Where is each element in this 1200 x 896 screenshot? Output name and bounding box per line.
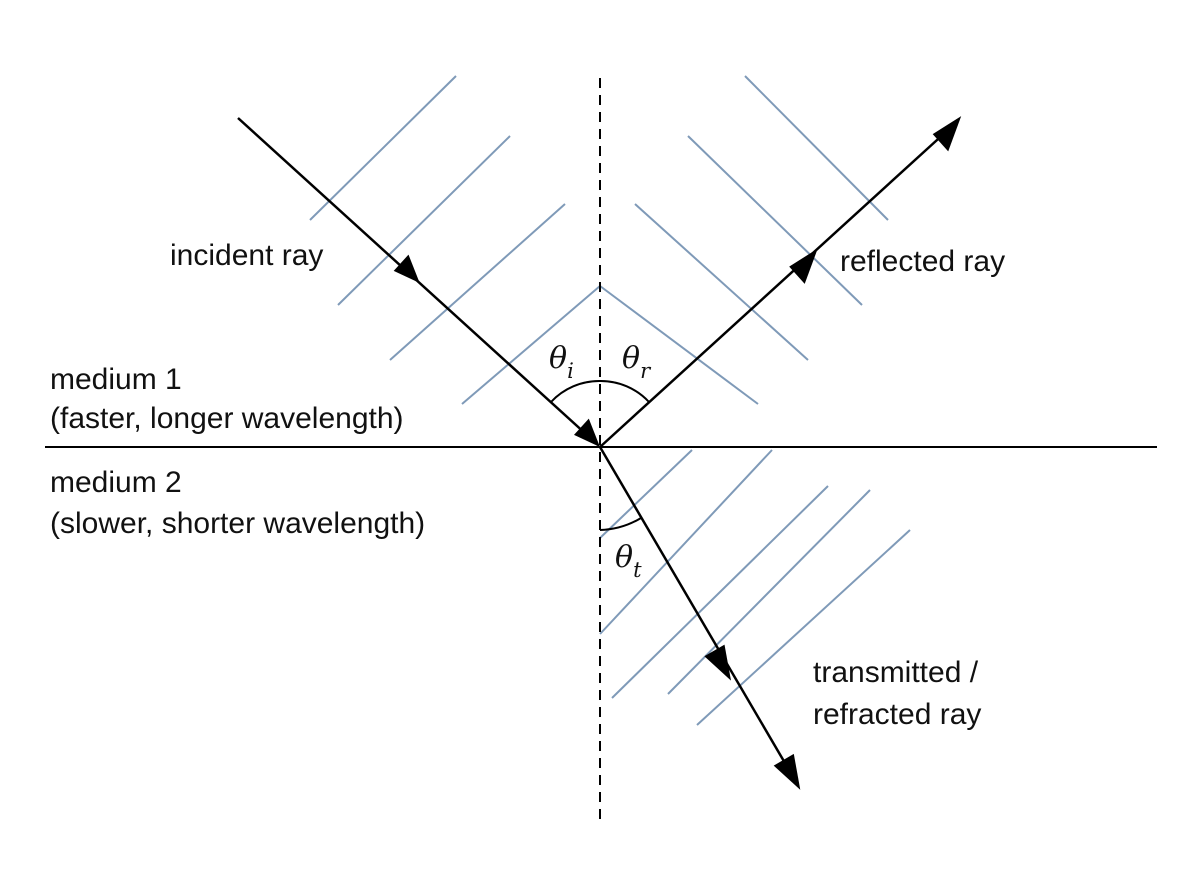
reflected-angle-label: θr	[622, 341, 652, 383]
reflected-ray-arrowhead	[789, 248, 818, 284]
transmitted-angle-arc	[599, 517, 642, 531]
reflected-ray-label: reflected ray	[840, 245, 1005, 278]
transmitted-ray-tip-arrowhead	[773, 753, 801, 790]
transmitted-wavefront	[599, 449, 773, 635]
transmitted-ray-line	[598, 446, 794, 776]
incident-angle-subscript: i	[567, 359, 574, 383]
incident-wavefront	[389, 203, 566, 361]
medium1-description: (faster, longer wavelength)	[50, 402, 404, 435]
transmitted-ray-arrowhead	[704, 644, 731, 681]
reflected-angle-symbol: θ	[622, 341, 640, 376]
reflected-wavefront	[744, 75, 889, 221]
incident-ray-arrowhead	[393, 254, 420, 283]
incident-wavefront	[461, 285, 601, 405]
transmitted-wavefront	[599, 449, 693, 539]
reflected-angle-arc	[599, 379, 650, 403]
incident-wavefronts	[309, 75, 601, 405]
transmitted-ray-label-line2: refracted ray	[813, 698, 981, 731]
reflected-ray-line	[599, 129, 949, 448]
transmitted-ray-label-line1: transmitted /	[813, 656, 979, 689]
reflected-angle-subscript: r	[640, 359, 652, 383]
medium1-name: medium 1	[50, 363, 182, 396]
incident-ray-label: incident ray	[170, 239, 323, 272]
transmitted-angle-label: θt	[615, 540, 642, 582]
reflected-wavefront	[634, 203, 809, 361]
incident-angle-arc	[550, 379, 601, 403]
transmitted-wavefront	[667, 489, 871, 695]
transmitted-wavefront	[611, 485, 829, 699]
reflected-ray-tip-arrowhead	[932, 116, 962, 152]
reflected-wavefront	[687, 135, 863, 306]
transmitted-angle-subscript: t	[633, 558, 642, 582]
medium2-name: medium 2	[50, 466, 182, 499]
transmitted-angle-symbol: θ	[615, 540, 633, 575]
transmitted-wavefronts	[599, 449, 911, 726]
incident-angle-label: θi	[549, 341, 574, 383]
incident-wavefront	[337, 135, 511, 306]
reflected-wavefront	[599, 285, 759, 405]
incident-ray-tip-arrowhead	[574, 418, 600, 447]
transmitted-wavefront	[696, 529, 911, 726]
reflected-wavefronts	[599, 75, 889, 405]
incident-angle-symbol: θ	[549, 341, 567, 376]
incident-wavefront	[309, 75, 457, 221]
medium2-description: (slower, shorter wavelength)	[50, 507, 425, 540]
